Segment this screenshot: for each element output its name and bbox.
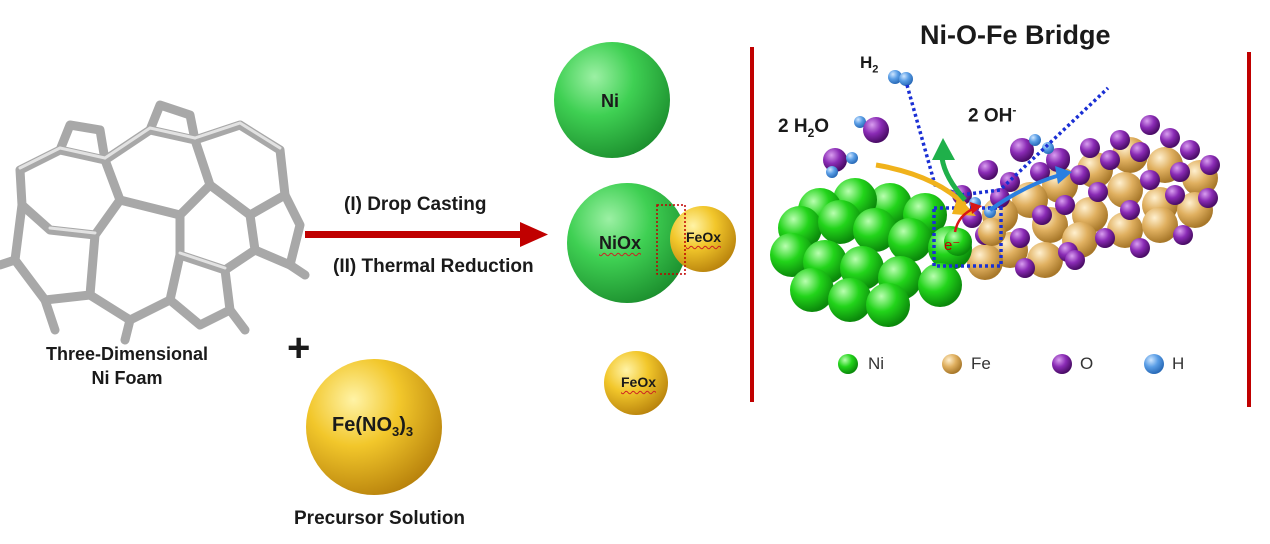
water-post: O — [814, 116, 830, 137]
electron-label: e⁻ — [944, 237, 961, 254]
bridge-ni-atom — [944, 228, 972, 256]
legend-o-dot — [1052, 354, 1072, 374]
foam-label-line1: Three-Dimensional — [45, 344, 209, 364]
hydroxide-ions — [1010, 134, 1070, 172]
legend-h-label: H — [1172, 354, 1185, 373]
ni-lattice — [770, 178, 972, 327]
water-pre: 2 H — [778, 116, 808, 137]
panel-title: Ni-O-Fe Bridge — [920, 20, 1111, 50]
h2-molecule — [888, 70, 913, 86]
feox-small-label: FeOx — [686, 229, 722, 245]
ni-foam-highlight — [18, 121, 282, 270]
precursor-close: ) — [399, 414, 406, 436]
process-step1: (I) Drop Casting — [344, 194, 487, 215]
h2-base: H — [860, 53, 873, 72]
oh-release-arrow — [939, 157, 967, 202]
bridge-fe-atom — [978, 218, 1006, 246]
precursor-label: Precursor Solution — [294, 508, 466, 529]
legend-o-label: O — [1080, 354, 1094, 373]
fe-lattice-back — [967, 137, 1218, 280]
legend-ni-label: Ni — [868, 354, 885, 373]
process-arrow — [305, 222, 548, 247]
feox-attached-sphere — [670, 206, 736, 272]
foam-label: Three-Dimensional Ni Foam — [22, 342, 232, 390]
water-sub: 2 — [807, 125, 815, 140]
bridge-pathway — [905, 84, 1110, 268]
h2-sub: 2 — [872, 63, 879, 76]
ni-sphere — [554, 42, 670, 158]
niox-label: NiOx — [599, 233, 642, 253]
water-label: 2 H2O — [778, 116, 829, 140]
interface-dotted-box — [656, 204, 686, 275]
oh-release-arrowhead — [932, 138, 955, 160]
h-transfer-arrowhead — [1055, 166, 1072, 184]
precursor-formula-pre: Fe(NO — [332, 414, 392, 436]
precursor-sphere — [306, 359, 442, 495]
plus-sign: + — [287, 326, 311, 370]
legend-fe-label: Fe — [971, 354, 991, 373]
oh-sup: - — [1012, 103, 1017, 117]
h-transfer-arrow — [988, 173, 1061, 212]
feox-label: FeOx — [621, 374, 657, 390]
electron-arrowhead — [970, 202, 982, 214]
precursor-formula: Fe(NO3)3 — [332, 414, 413, 439]
precursor-sub2: 3 — [405, 424, 414, 439]
panel-left-border — [750, 47, 754, 402]
oh-base: 2 OH — [968, 105, 1013, 127]
precursor-sub1: 3 — [392, 424, 400, 439]
oh-label: 2 OH- — [968, 103, 1016, 127]
panel-right-border — [1247, 52, 1251, 407]
atomic-model — [770, 115, 1220, 327]
foam-label-line2: Ni Foam — [91, 368, 163, 388]
ni-foam-lattice — [0, 100, 310, 345]
h2-label: H2 — [860, 53, 878, 75]
legend-h-dot — [1144, 354, 1164, 374]
legend-ni-dot — [838, 354, 858, 374]
feox-sphere — [604, 351, 668, 415]
legend-fe-dot — [942, 354, 962, 374]
water-molecules — [823, 116, 889, 178]
ni-label: Ni — [601, 91, 619, 111]
process-step2: (II) Thermal Reduction — [333, 256, 534, 277]
